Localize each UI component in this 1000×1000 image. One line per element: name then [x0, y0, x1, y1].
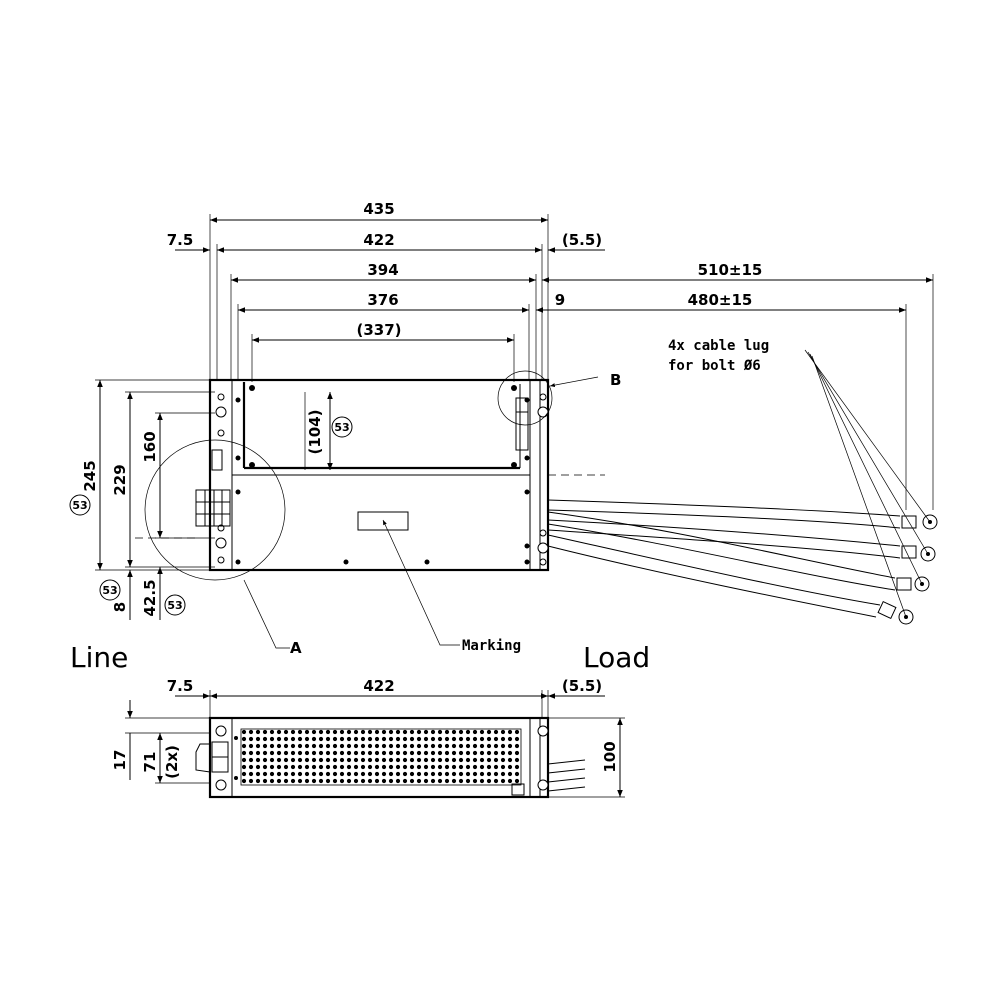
line-side-label: Line — [70, 641, 128, 674]
horizontal-dimension-lines — [175, 217, 933, 343]
dim-mount-width: 422 — [363, 231, 394, 249]
dim-right-offset: (5.5) — [562, 231, 602, 249]
tag-53-height: 53 — [69, 494, 91, 516]
detail-a-circle — [144, 439, 286, 581]
filter-housing-front — [208, 716, 550, 799]
load-side-component — [515, 397, 529, 451]
load-side-label: Load — [583, 641, 650, 674]
dim-bottom-8: 8 — [111, 602, 129, 612]
dim-cable-length-inner: 480±15 — [688, 291, 753, 309]
front-dim-right-offset: (5.5) — [562, 677, 602, 695]
dim-inner-394: 394 — [367, 261, 398, 279]
dim-cable-offset: 9 — [555, 291, 565, 309]
marking-label-area — [357, 511, 409, 531]
detail-a-label: A — [290, 639, 302, 657]
svg-text:53: 53 — [72, 499, 87, 512]
front-dim-height-100: 100 — [601, 741, 619, 772]
front-dim-width: 422 — [363, 677, 394, 695]
load-cables — [547, 499, 901, 618]
front-view: 7.5 422 (5.5) 17 71 (2x) 100 — [111, 677, 625, 799]
front-dim-17: 17 — [111, 750, 129, 771]
dim-height-160: 160 — [141, 431, 159, 462]
filter-housing-top — [208, 378, 550, 572]
tag-53-bottom-42-5: 53 — [164, 594, 186, 616]
dim-left-offset: 7.5 — [167, 231, 194, 249]
detail-b-circle — [497, 370, 553, 426]
dim-overall-width: 435 — [363, 200, 394, 218]
front-dim-left-offset: 7.5 — [167, 677, 194, 695]
cable-note-line-1: 4x cable lug — [668, 338, 769, 354]
dim-cable-length-outer: 510±15 — [698, 261, 763, 279]
mounting-holes — [215, 385, 549, 566]
tag-53-inner: 53 — [331, 416, 353, 438]
front-cables — [511, 759, 586, 796]
cable-note-line-2: for bolt Ø6 — [668, 358, 761, 374]
svg-text:53: 53 — [102, 584, 117, 597]
ventilation-perforation — [240, 728, 522, 786]
dim-height-229: 229 — [111, 464, 129, 495]
vertical-dimension-lines — [95, 379, 333, 620]
dim-height-245: 245 — [81, 460, 99, 491]
line-terminal-block — [195, 449, 231, 527]
detail-b-label: B — [610, 371, 621, 389]
top-view: 435 422 7.5 (5.5) 394 510±15 376 9 480±1… — [69, 200, 938, 657]
extension-lines — [209, 214, 934, 510]
svg-text:53: 53 — [334, 421, 349, 434]
front-line-terminal — [195, 741, 229, 773]
tag-53-bottom-8: 53 — [99, 579, 121, 601]
dim-inner-376: 376 — [367, 291, 398, 309]
dim-bottom-42-5: 42.5 — [141, 579, 159, 616]
front-holes — [215, 725, 549, 791]
front-dim-71: 71 — [141, 752, 159, 773]
front-dim-2x: (2x) — [163, 745, 181, 779]
cable-lugs — [877, 514, 938, 625]
dim-inner-337: (337) — [356, 321, 401, 339]
svg-text:53: 53 — [167, 599, 182, 612]
marking-label: Marking — [462, 638, 521, 654]
dim-inner-104: (104) — [306, 409, 324, 454]
cable-note-leaders — [804, 349, 931, 618]
